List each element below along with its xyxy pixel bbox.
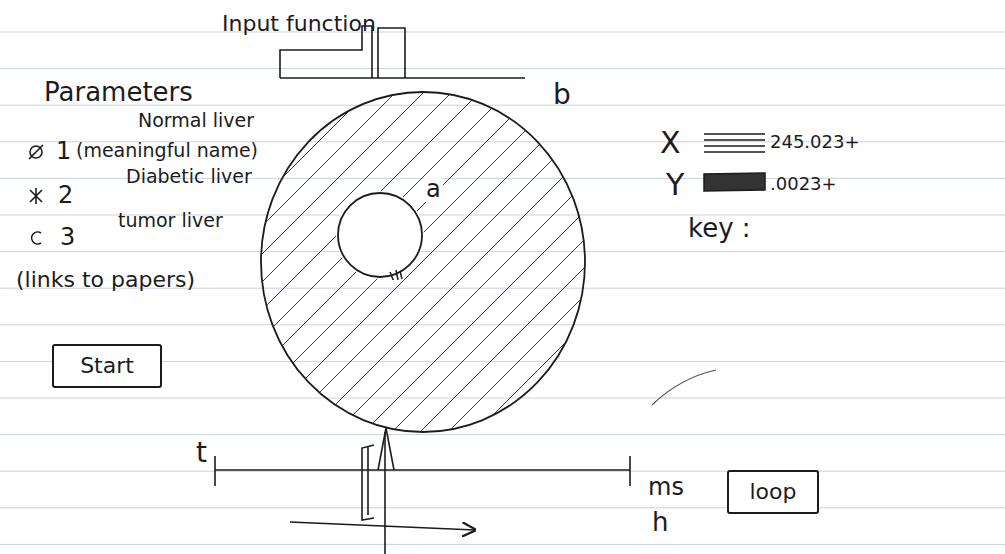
value-scribble: [704, 134, 765, 191]
hatch-line: [608, 90, 958, 440]
radio-marker: [29, 145, 43, 159]
hatch-line: [664, 90, 1005, 440]
radio-marker: [32, 232, 41, 244]
pulse-spike: [378, 428, 394, 470]
button-label: Start: [80, 354, 134, 378]
hatch-line: [300, 90, 650, 440]
ruled-line: [0, 398, 1005, 399]
direction-arrow: [290, 522, 475, 530]
value-scribble: [704, 134, 765, 152]
tick-marks: [390, 270, 402, 280]
hatch-line: [440, 90, 790, 440]
option-name: Diabetic liver: [126, 166, 252, 187]
input-title: Input function: [222, 12, 376, 36]
ruled-paper: [0, 32, 1005, 544]
option-number: 3: [60, 224, 75, 250]
ruled-line: [0, 471, 1005, 472]
axis-tick: [215, 456, 630, 486]
option-note: (meaningful name): [76, 140, 258, 161]
ruled-line: [0, 507, 1005, 508]
hatch-line: [636, 90, 986, 440]
option-name: Normal liver: [138, 110, 254, 131]
hatch-line: [0, 90, 258, 440]
region-circle: [338, 193, 422, 277]
hatch-line: [20, 90, 370, 440]
axis-line: [215, 469, 630, 471]
ruled-line: [0, 68, 1005, 69]
coordinate-name: X: [660, 126, 681, 159]
pulse-marker: [362, 445, 374, 520]
coordinate-value: .0023+: [770, 174, 837, 194]
start-button: Start: [52, 344, 162, 388]
hatch-line: [384, 90, 734, 440]
axis-letter: t: [196, 438, 207, 469]
hatch-line: [244, 90, 594, 440]
option-note: (links to papers): [16, 268, 195, 292]
inner-region: a: [332, 176, 442, 280]
ruled-line: [0, 251, 1005, 252]
button-label: loop: [750, 480, 797, 504]
hatch-line: [412, 90, 762, 440]
ruled-line: [0, 324, 1005, 325]
hatch-line: [328, 90, 678, 440]
ruled-line: [0, 544, 1005, 545]
option-number: 2: [58, 182, 73, 208]
ruled-line: [0, 434, 1005, 435]
axis-letter: h: [652, 508, 668, 537]
axis-unit: ms: [648, 474, 684, 500]
stray-stroke: [652, 370, 716, 405]
hatch-line: [0, 90, 342, 440]
key-label: key :: [688, 214, 751, 243]
hatch-line: [468, 90, 818, 440]
hatch-pattern: [0, 90, 1005, 440]
ruled-line: [0, 32, 1005, 33]
hatch-line: [692, 90, 1005, 440]
time-cursor: [384, 432, 386, 554]
coordinate-value: 245.023+: [770, 132, 860, 152]
hatch-line: [216, 90, 566, 440]
radio-marker: [30, 146, 42, 158]
liver-outline: [261, 92, 585, 432]
hatch-line: [0, 90, 286, 440]
hatch-line: [48, 90, 398, 440]
section-heading: Parameters: [44, 78, 193, 107]
inner-clear: [336, 191, 424, 279]
value-scribble: [704, 173, 765, 191]
hatch-line: [272, 90, 622, 440]
region-letter: a: [424, 176, 443, 202]
coordinate-name: Y: [666, 168, 684, 201]
loop-button: loop: [727, 470, 819, 514]
hatch-line: [552, 90, 902, 440]
option-name: tumor liver: [118, 210, 223, 231]
hatch-line: [524, 90, 874, 440]
radio-markers: [29, 145, 43, 244]
radio-marker: [30, 188, 42, 204]
axis-letter: b: [553, 80, 571, 111]
hatch-line: [0, 90, 314, 440]
hatch-line: [580, 90, 930, 440]
time-axis: [215, 428, 630, 554]
option-number: 1: [56, 138, 71, 164]
